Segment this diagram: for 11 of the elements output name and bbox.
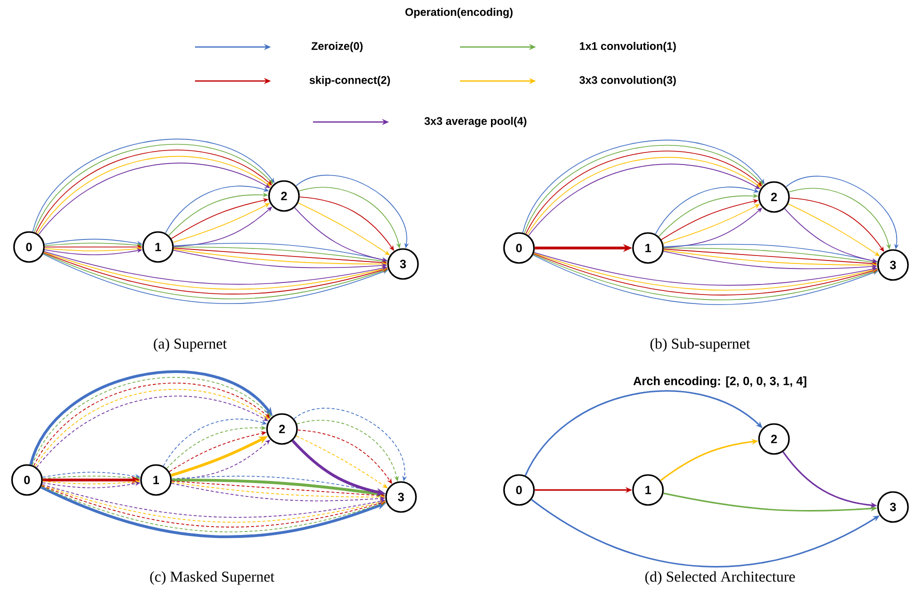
caption: (d) Selected Architecture bbox=[645, 571, 795, 585]
caption: (b) Sub-supernet bbox=[650, 338, 750, 352]
legend-label: 1x1 convolution(1) bbox=[580, 42, 676, 52]
legend-label: skip-connect(2) bbox=[310, 76, 390, 86]
legend-label: 3x3 average pool(4) bbox=[424, 116, 526, 128]
legend-label: Zeroize(0) bbox=[312, 42, 363, 52]
caption: (c) Masked Supernet bbox=[150, 571, 274, 585]
legend-label: 3x3 convolution(3) bbox=[579, 76, 676, 86]
encoding-label: Arch encoding: [2, 0, 0, 3, 1, 4] bbox=[633, 376, 806, 388]
caption: (a) Supernet bbox=[154, 338, 227, 352]
legend-title: Operation(encoding) bbox=[405, 8, 513, 18]
